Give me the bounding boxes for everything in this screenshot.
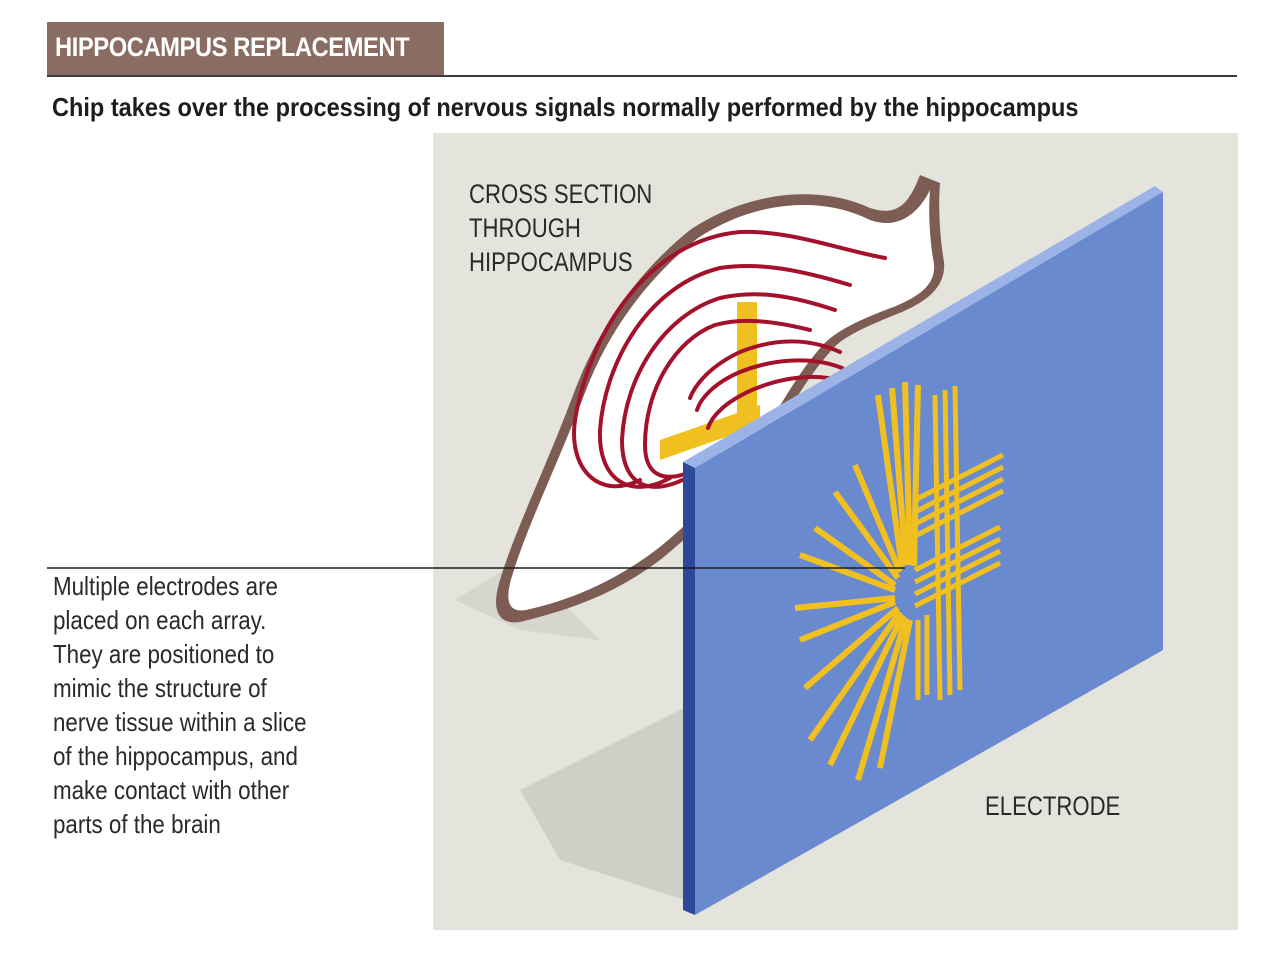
nerve-fiber — [642, 318, 812, 479]
nerve-fiber — [706, 375, 847, 430]
hippocampus-slice — [496, 175, 945, 623]
nerve-fibers — [572, 229, 887, 489]
electrode-wire — [952, 385, 963, 691]
electrode-wire — [813, 525, 897, 588]
nerve-fiber — [695, 358, 844, 412]
electrode-array — [683, 186, 1163, 915]
electrode-wire — [875, 394, 905, 568]
electrode-label: ELECTRODE — [985, 791, 1121, 821]
electrode-wire — [932, 394, 943, 701]
electrode-wire — [913, 548, 1002, 597]
electrode-wire — [827, 613, 906, 767]
shadow — [520, 700, 700, 905]
electrode-plate-edge — [683, 462, 695, 915]
electrode-wire — [798, 552, 897, 593]
electrode-wire — [803, 605, 900, 691]
electrode-wire — [942, 389, 953, 696]
electrode-plate-top — [683, 186, 1163, 468]
hippocampus-face — [508, 190, 935, 611]
wire-projection — [660, 405, 760, 460]
nerve-fiber — [619, 292, 837, 489]
electrode-wire — [877, 619, 913, 769]
electrode-wires — [794, 381, 921, 781]
electrode-wire — [889, 387, 909, 566]
header-rule — [47, 75, 1237, 77]
header-title: HIPPOCAMPUS REPLACEMENT — [55, 32, 410, 62]
electrode-wire — [913, 524, 1002, 573]
nerve-fiber — [572, 229, 887, 489]
electrode-wire — [913, 488, 1005, 539]
electrode-wire — [807, 610, 903, 742]
electrode-wire — [911, 384, 921, 567]
electrode-wire — [855, 617, 909, 781]
electrode-wire — [902, 381, 913, 566]
electrode-wire — [913, 536, 1002, 585]
subtitle: Chip takes over the processing of nervou… — [52, 92, 1079, 122]
electrode-wire — [913, 464, 1005, 515]
electrode-wire — [852, 463, 903, 574]
electrode-wire — [913, 476, 1005, 527]
electrode-wire — [913, 560, 1002, 609]
electrode-wire — [913, 452, 1005, 503]
electrode-wire — [798, 599, 897, 643]
electrode-note: Multiple electrodes are placed on each a… — [53, 571, 307, 839]
header-bar — [47, 22, 444, 76]
electrode-wire — [832, 490, 901, 580]
cross-section-label: CROSS SECTION THROUGH HIPPOCAMPUS — [469, 179, 653, 277]
nerve-fiber — [688, 339, 842, 400]
nerve-fiber — [597, 264, 852, 489]
electrode-wire — [794, 595, 896, 611]
electrode-grid — [913, 385, 1005, 701]
